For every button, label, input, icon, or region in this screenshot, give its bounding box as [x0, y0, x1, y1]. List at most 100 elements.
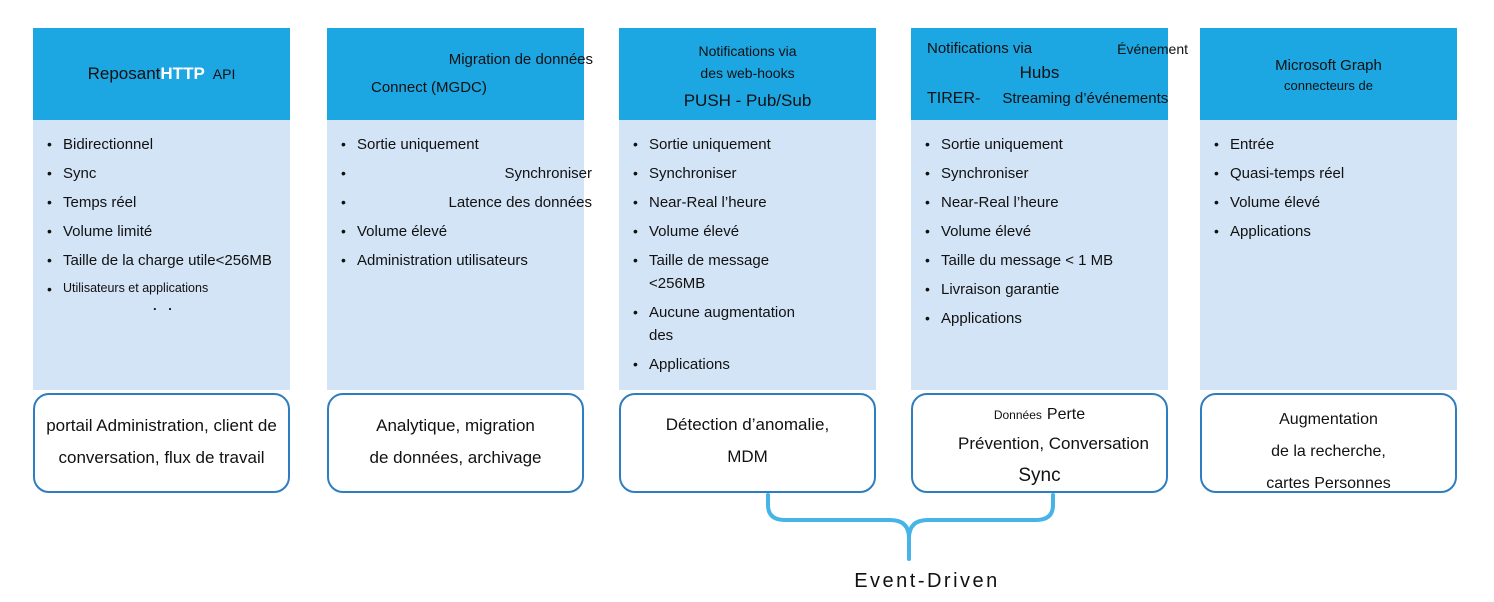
- list-item: •Taille de message <256MB: [633, 249, 872, 295]
- column-header-webhooks: Notifications via des web-hooks PUSH - P…: [619, 28, 876, 120]
- column-body: •Sortie uniquement •Synchroniser •Near-R…: [619, 120, 876, 390]
- list-item: •Bidirectionnel: [47, 133, 286, 156]
- header-text: Microsoft Graph: [1275, 57, 1382, 74]
- list-item: • Sortie uniquement: [925, 133, 1164, 156]
- box-line: conversation, flux de travail: [58, 448, 265, 467]
- column-header-graph-connectors: Microsoft Graph connecteurs de: [1200, 28, 1457, 120]
- box-line: Détection d’anomalie,: [665, 415, 830, 434]
- bullet-text: Utilisateurs et applications: [63, 281, 209, 295]
- bullet-icon: •: [925, 194, 930, 210]
- column-mgdc: Migration de données Connect (MGDC) • Sor…: [327, 28, 593, 494]
- bullet-text: Sync: [63, 165, 97, 182]
- bullet-text: Administration utilisateurs: [357, 252, 528, 269]
- ellipsis-dots: . .: [153, 298, 172, 313]
- list-item: • Entrée: [1214, 133, 1453, 156]
- bullet-icon: •: [47, 194, 52, 210]
- header-text: Événement: [1117, 41, 1188, 57]
- header-text: des web-hooks: [700, 65, 795, 81]
- bullet-text: Volume élevé: [357, 223, 448, 240]
- bullet-icon: •: [925, 252, 930, 268]
- bullet-icon: •: [47, 136, 52, 152]
- bullet-text: Sortie uniquement: [941, 136, 1063, 153]
- list-item: •Applications: [925, 307, 1164, 330]
- column-webhooks: Notifications via des web-hooks PUSH - P…: [619, 28, 876, 494]
- box-line: Prévention, Conversation: [958, 434, 1149, 453]
- bullet-text: Taille de la charge utile<256MB: [63, 252, 272, 269]
- bullet-icon: •: [925, 136, 930, 152]
- bullet-icon: •: [925, 281, 930, 297]
- use-case-box-mgdc: Analytique, migration de données, archiv…: [327, 393, 584, 493]
- header-text: Connect (MGDC): [371, 79, 487, 96]
- header-text: Notifications via: [698, 43, 797, 59]
- brace-label: Event-Driven: [854, 570, 1000, 592]
- header-text: Streaming d’événements: [1002, 90, 1169, 107]
- box-line: Sync: [1018, 465, 1061, 486]
- column-header-event-hubs: Notifications via Événement Hubs TIRER- …: [911, 28, 1188, 120]
- use-case-box-rest-api: portail Administration, client de conver…: [33, 393, 290, 493]
- header-text: TIRER-: [927, 90, 981, 107]
- bullet-icon: •: [633, 136, 638, 152]
- list-item: • Near-Real l’heure: [925, 191, 1164, 214]
- bullet-text: Temps réel: [63, 194, 137, 211]
- list-item: • Livraison garantie: [925, 278, 1164, 301]
- list-item: •Applications: [633, 353, 872, 376]
- list-item: • Taille du message < 1 MB: [925, 249, 1164, 272]
- bullet-icon: •: [341, 136, 346, 152]
- list-item: • Sync: [47, 162, 286, 185]
- list-item: • Temps réel: [47, 191, 286, 214]
- bullet-text: Synchroniser: [941, 165, 1029, 182]
- list-item: •Applications: [1214, 220, 1453, 243]
- bullet-text: Latence des données: [448, 194, 592, 211]
- box-line: de données, archivage: [369, 448, 542, 467]
- bullet-text: Livraison garantie: [941, 281, 1060, 298]
- bullet-text: Near-Real l’heure: [649, 194, 767, 211]
- box-line: Augmentation: [1279, 411, 1378, 428]
- header-text: Migration de données: [448, 51, 593, 68]
- bullet-icon: •: [1214, 136, 1219, 152]
- bullet-icon: •: [341, 165, 346, 181]
- bullet-text: Taille de message <256MB: [649, 252, 770, 292]
- bullet-text: Sortie uniquement: [357, 136, 479, 153]
- bullet-text: Applications: [1230, 223, 1311, 240]
- bullet-icon: •: [47, 165, 52, 181]
- list-item: •Synchroniser: [925, 162, 1164, 185]
- bullet-text: Volume limité: [63, 223, 153, 240]
- bullet-text: Aucune augmentation des: [649, 304, 795, 344]
- box-line: cartes Personnes: [1266, 475, 1391, 492]
- header-text: Notifications via: [927, 40, 1033, 57]
- bullet-icon: •: [633, 194, 638, 210]
- use-case-box-webhooks: Détection d’anomalie, MDM: [619, 393, 876, 493]
- bullet-icon: •: [1214, 194, 1219, 210]
- header-text: Hubs: [1019, 63, 1060, 82]
- column-body: •Entrée •Quasi-temps réel •Volume élevé …: [1200, 120, 1457, 390]
- bullet-text: Entrée: [1230, 136, 1275, 153]
- column-body: •Sortie uniquement •Synchroniser •Latenc…: [327, 120, 592, 390]
- list-item: • Volume limité: [47, 220, 286, 243]
- column-graph-connectors: Microsoft Graph connecteurs de • Entrée •…: [1200, 28, 1457, 494]
- bullet-icon: •: [633, 304, 638, 320]
- box-text-small: Données: [993, 408, 1042, 422]
- header-text-small: API: [212, 66, 236, 82]
- list-item: • Sortie uniquement: [341, 133, 580, 156]
- bullet-text: Synchroniser: [649, 165, 737, 182]
- bullet-icon: •: [47, 252, 52, 268]
- bullet-icon: •: [633, 356, 638, 372]
- list-item: •Volume élevé: [341, 220, 580, 243]
- bullet-text: Volume élevé: [1230, 194, 1321, 211]
- column-body: •Bidirectionnel • Sync • Temps réel • Volum…: [33, 120, 290, 390]
- column-event-hubs: Notifications via Événement Hubs TIRER- …: [911, 28, 1188, 494]
- bullet-icon: •: [341, 252, 346, 268]
- bullet-icon: •: [47, 281, 52, 297]
- bullet-icon: •: [341, 194, 346, 210]
- list-item: • Utilisateurs et applications: [47, 278, 286, 300]
- bullet-text: Applications: [941, 310, 1022, 327]
- column-body: •Sortie uniquement •Synchroniser •Near-R…: [911, 120, 1168, 390]
- bullet-text: Near-Real l’heure: [941, 194, 1059, 211]
- list-item: • Taille de la charge utile<256MB: [47, 249, 286, 272]
- box-text: Perte: [1046, 406, 1086, 423]
- bullet-text: Taille du message < 1 MB: [941, 252, 1114, 269]
- bullet-icon: •: [47, 223, 52, 239]
